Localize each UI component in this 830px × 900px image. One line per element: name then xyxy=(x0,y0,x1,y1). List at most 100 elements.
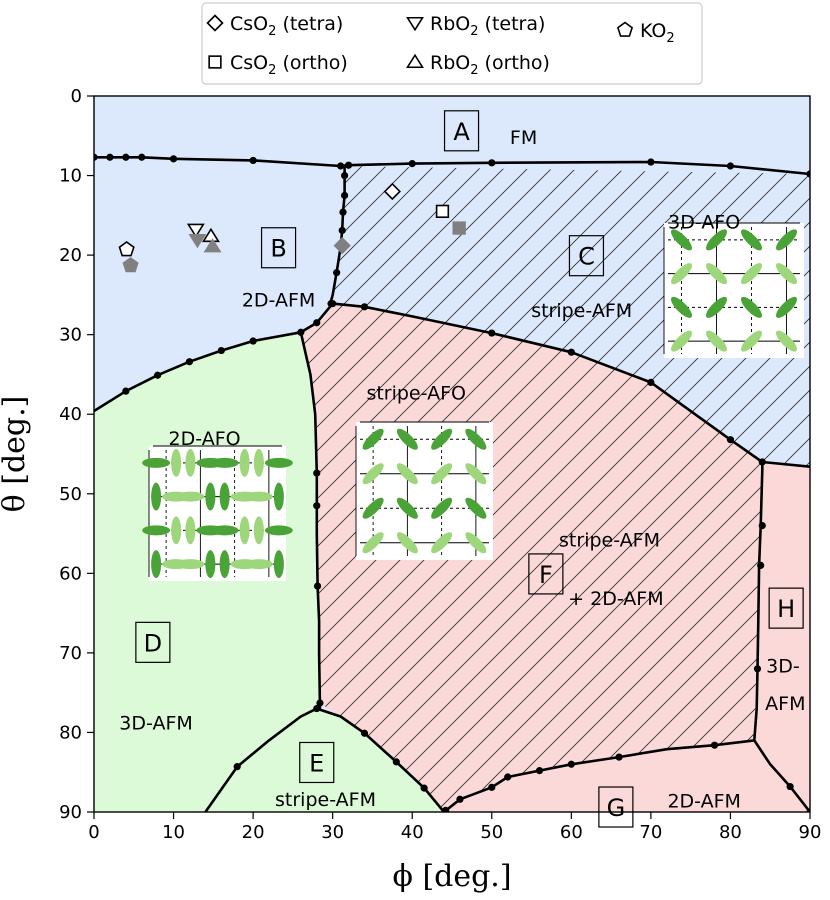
boundary-points xyxy=(94,153,810,812)
y-tick-label: 70 xyxy=(59,643,82,664)
boundary-point xyxy=(297,328,305,336)
region-letter-f: F xyxy=(528,553,564,595)
letter-box xyxy=(568,235,605,277)
phase-label: 3D-AFM xyxy=(119,713,192,735)
letter-box xyxy=(299,741,335,784)
boundary-point xyxy=(504,773,512,781)
x-tick-label: 80 xyxy=(719,822,742,843)
phase-label: AFM xyxy=(765,693,805,715)
boundary-e-region xyxy=(204,707,446,812)
x-tick-label: 70 xyxy=(639,822,662,843)
orbital-ellipse xyxy=(740,296,763,318)
x-tick-label: 90 xyxy=(799,822,822,843)
orbital-ellipse xyxy=(273,550,284,579)
boundary-point xyxy=(185,358,194,366)
orbital-ellipse xyxy=(151,482,162,511)
legend-entry: RbO2 (tetra) xyxy=(406,13,545,39)
x-tick-label: 10 xyxy=(162,822,185,843)
boundary-point xyxy=(647,158,655,166)
boundary-point xyxy=(615,753,623,761)
orbital-ellipse xyxy=(171,516,182,545)
orbital-ellipse xyxy=(465,497,487,519)
pentagon-marker xyxy=(118,241,135,257)
phase-label: 3D- xyxy=(766,655,800,677)
y-tick-label: 20 xyxy=(59,245,82,266)
boundary-point xyxy=(488,159,496,167)
boundary-point xyxy=(758,458,766,466)
boundary-point xyxy=(249,337,257,345)
legend-label: KO2 xyxy=(640,20,675,46)
letter-box xyxy=(135,621,171,663)
orbital-ellipse xyxy=(171,448,182,477)
plot-frame xyxy=(93,95,811,813)
orbital-ellipse xyxy=(219,482,230,511)
boundary-point xyxy=(249,156,257,165)
boundary-point xyxy=(726,162,735,170)
orbital-ellipse xyxy=(670,330,693,352)
orbital-ellipse xyxy=(176,559,205,570)
letter-box xyxy=(768,587,804,629)
orbital-ellipse xyxy=(244,559,273,570)
material-markers xyxy=(118,182,466,273)
diamond-marker xyxy=(206,14,224,32)
orbital-ellipse xyxy=(185,448,196,477)
orbital-ellipse xyxy=(740,229,763,251)
x-axis-title: ϕ [deg.] xyxy=(392,859,511,894)
orbital-ellipse xyxy=(205,550,216,579)
letter-box xyxy=(443,110,480,152)
x-tick-label: 40 xyxy=(401,822,424,843)
y-tick-label: 40 xyxy=(59,404,82,425)
legend-entry: KO2 xyxy=(616,20,675,46)
orbital-ellipse xyxy=(396,463,418,485)
legend-label: CsO2 (tetra) xyxy=(230,13,343,39)
boundary-point xyxy=(313,469,321,477)
boundary-point xyxy=(726,436,735,444)
boundary-point xyxy=(337,162,345,170)
phase-label: 3D-AFO xyxy=(668,211,740,233)
boundary-point xyxy=(408,160,416,168)
orbital-ellipse xyxy=(362,428,384,450)
y-axis-title: θ [deg.] xyxy=(0,396,32,513)
boundary-point xyxy=(313,502,321,510)
region-letter-d: D xyxy=(135,621,171,663)
boundary-point xyxy=(313,704,321,713)
orbital-ellipse xyxy=(431,428,453,450)
region-letter-c: C xyxy=(568,235,605,277)
region-letter-a: A xyxy=(443,110,480,152)
y-tick-label: 50 xyxy=(59,484,82,505)
square-marker xyxy=(208,55,222,69)
inset-3d-afo xyxy=(663,222,804,358)
boundary-point xyxy=(567,760,575,768)
orbital-ellipse xyxy=(185,516,196,545)
legend-label: RbO2 (ortho) xyxy=(430,52,550,78)
diamond-marker xyxy=(383,182,401,201)
orbital-ellipse xyxy=(740,263,763,285)
orbital-ellipse xyxy=(775,229,798,251)
orbital-ellipse xyxy=(670,229,693,251)
region-letter-h: H xyxy=(768,587,804,629)
boundary-point xyxy=(333,269,341,277)
boundary-point xyxy=(488,329,496,337)
orbital-ellipse xyxy=(775,263,798,285)
letter-text: D xyxy=(144,629,162,657)
orbital-ellipse xyxy=(273,482,284,511)
y-tick-label: 0 xyxy=(71,86,82,107)
letter-text: B xyxy=(270,235,286,263)
region-letter-e: E xyxy=(299,741,335,784)
orbital-ellipse xyxy=(210,525,239,536)
triangle-down-marker xyxy=(186,223,205,238)
boundary-point xyxy=(420,784,428,792)
pentagon-marker xyxy=(122,257,139,273)
boundary-point xyxy=(329,300,337,308)
orbital-ellipse xyxy=(362,532,384,554)
x-tick-label: 60 xyxy=(560,822,583,843)
phase-label: 2D-AFO xyxy=(169,428,241,450)
orbital-ellipse xyxy=(465,428,487,450)
legend-label: CsO2 (ortho) xyxy=(230,52,348,78)
triangle-down-marker xyxy=(406,16,424,32)
boundary-point xyxy=(567,348,575,356)
